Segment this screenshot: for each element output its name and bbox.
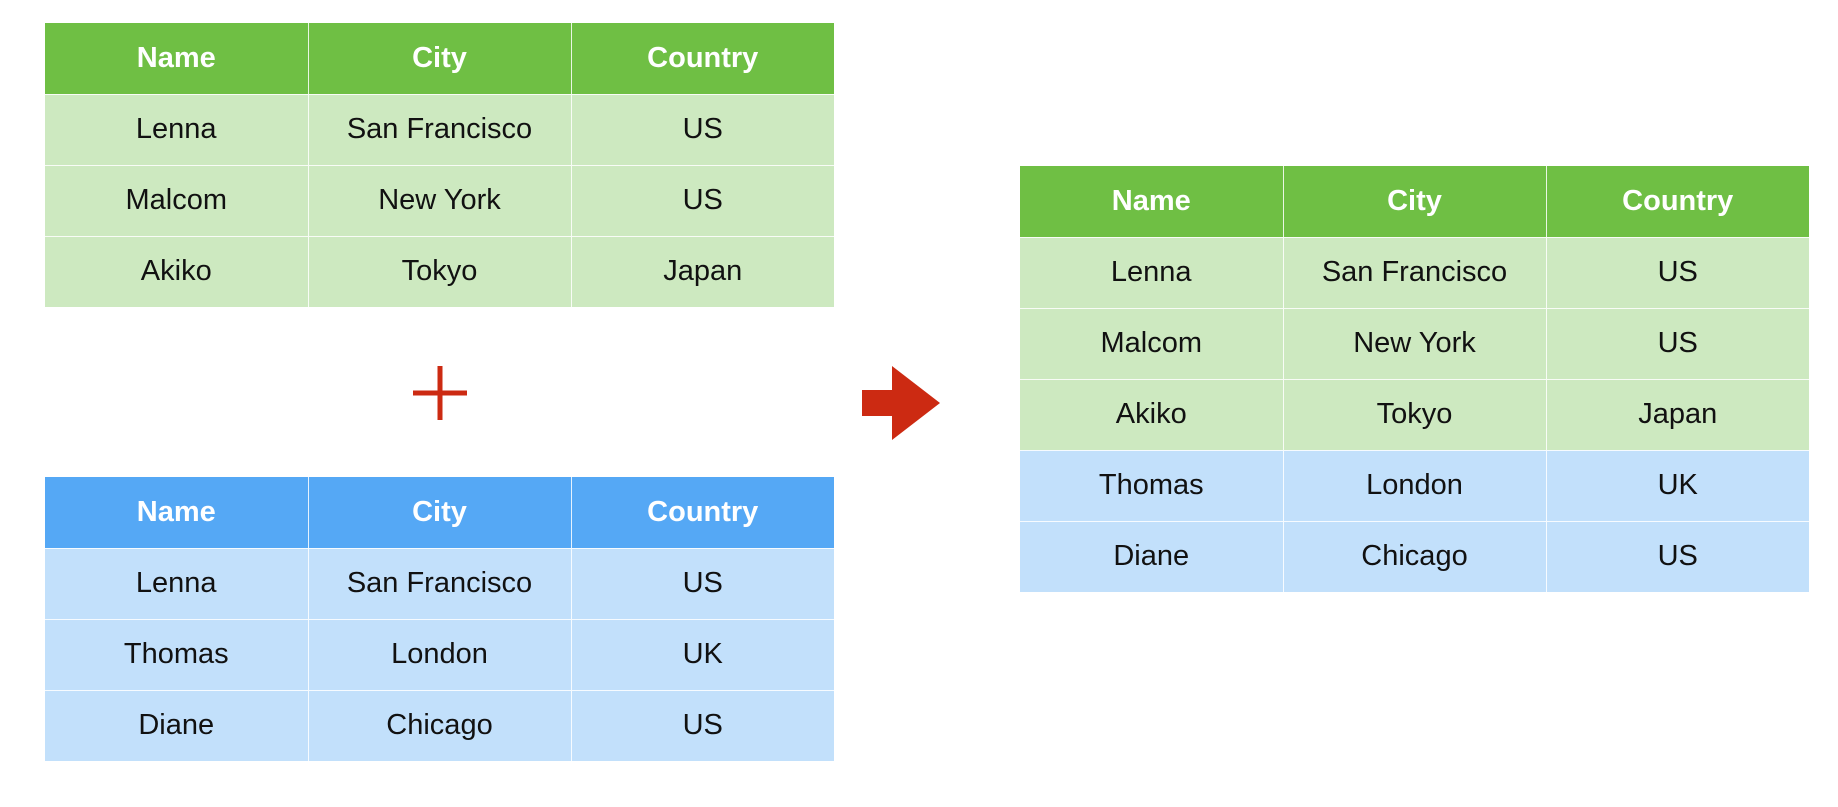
table-cell: Japan <box>1545 378 1809 450</box>
table-result: Name City Country Lenna San Francisco US… <box>1020 166 1809 592</box>
table-result-header-row: Name City Country <box>1020 166 1809 237</box>
table-b-header-name: Name <box>45 477 308 548</box>
table-a: Name City Country Lenna San Francisco US… <box>45 23 834 307</box>
table-a-header-name: Name <box>45 23 308 94</box>
table-cell: Lenna <box>45 93 308 165</box>
table-cell: Lenna <box>45 547 308 619</box>
table-result-header-country: Country <box>1545 166 1809 237</box>
table-cell: US <box>570 689 834 761</box>
table-cell: San Francisco <box>307 547 571 619</box>
table-row: Akiko Tokyo Japan <box>45 235 834 307</box>
table-a-header-country: Country <box>570 23 834 94</box>
table-cell: Japan <box>570 235 834 307</box>
table-cell: Tokyo <box>307 235 571 307</box>
table-row: Diane Chicago US <box>1020 520 1809 592</box>
table-row: Diane Chicago US <box>45 689 834 761</box>
table-a-header-city: City <box>307 23 571 94</box>
table-cell: UK <box>1545 449 1809 521</box>
table-cell: US <box>1545 520 1809 592</box>
table-cell: Diane <box>1020 520 1283 592</box>
table-row: Lenna San Francisco US <box>45 547 834 619</box>
table-cell: Malcom <box>1020 307 1283 379</box>
table-b-header-city: City <box>307 477 571 548</box>
table-row: Malcom New York US <box>45 164 834 236</box>
table-result-header-name: Name <box>1020 166 1283 237</box>
table-row: Thomas London UK <box>1020 449 1809 521</box>
table-cell: Chicago <box>307 689 571 761</box>
table-cell: London <box>307 618 571 690</box>
table-row: Thomas London UK <box>45 618 834 690</box>
table-result-header-city: City <box>1282 166 1546 237</box>
table-cell: New York <box>307 164 571 236</box>
table-a-header-row: Name City Country <box>45 23 834 94</box>
table-b: Name City Country Lenna San Francisco US… <box>45 477 834 761</box>
table-row: Lenna San Francisco US <box>45 93 834 165</box>
table-cell: New York <box>1282 307 1546 379</box>
table-cell: San Francisco <box>307 93 571 165</box>
table-cell: San Francisco <box>1282 236 1546 308</box>
table-cell: US <box>570 164 834 236</box>
table-row: Akiko Tokyo Japan <box>1020 378 1809 450</box>
plus-icon <box>413 366 467 420</box>
table-cell: Thomas <box>1020 449 1283 521</box>
table-cell: Lenna <box>1020 236 1283 308</box>
table-cell: London <box>1282 449 1546 521</box>
table-cell: US <box>570 93 834 165</box>
table-cell: Diane <box>45 689 308 761</box>
table-cell: Malcom <box>45 164 308 236</box>
table-b-header-row: Name City Country <box>45 477 834 548</box>
table-row: Lenna San Francisco US <box>1020 236 1809 308</box>
table-b-header-country: Country <box>570 477 834 548</box>
table-cell: Tokyo <box>1282 378 1546 450</box>
table-cell: Chicago <box>1282 520 1546 592</box>
arrow-right-icon <box>862 366 940 440</box>
table-row: Malcom New York US <box>1020 307 1809 379</box>
table-cell: Akiko <box>1020 378 1283 450</box>
table-cell: Akiko <box>45 235 308 307</box>
table-cell: US <box>1545 236 1809 308</box>
table-cell: US <box>1545 307 1809 379</box>
table-cell: US <box>570 547 834 619</box>
table-cell: Thomas <box>45 618 308 690</box>
table-cell: UK <box>570 618 834 690</box>
